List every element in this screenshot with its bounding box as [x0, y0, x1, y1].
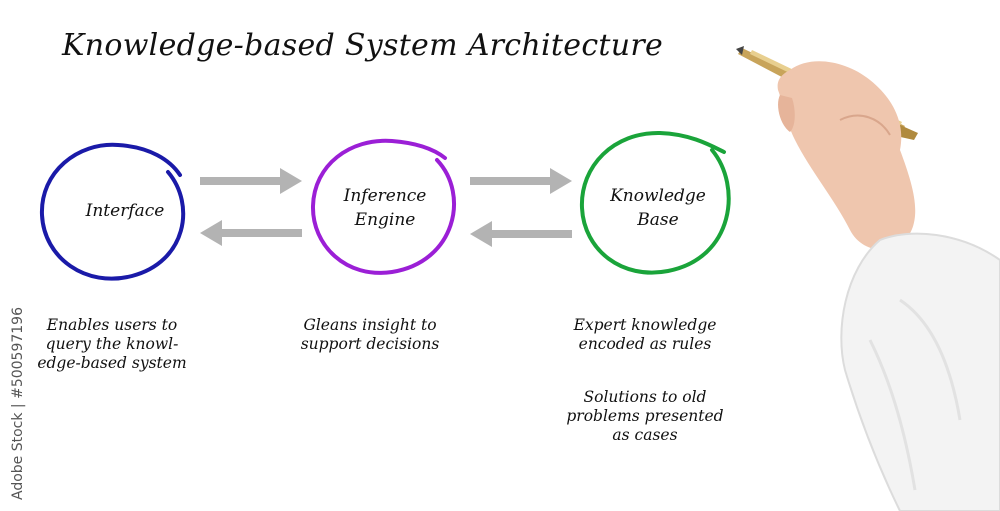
description-line: Solutions to old	[583, 388, 707, 406]
description-line: as cases	[612, 426, 678, 444]
knowledge-base-label: Knowledge Base	[578, 184, 738, 232]
knowledge-base-circle	[579, 130, 731, 275]
diagram-title: Knowledge-based System Architecture	[62, 28, 664, 63]
arrow-inference-to-knowledge	[470, 168, 572, 194]
inference-engine-label: Inference Engine	[305, 184, 465, 232]
description-line: query the knowl-	[45, 335, 179, 353]
stock-watermark-text: Adobe Stock | #500597196	[10, 307, 26, 500]
arrow-inference-to-interface	[200, 220, 302, 246]
arrow-knowledge-to-inference	[470, 221, 572, 247]
description-line: support decisions	[300, 335, 440, 353]
knowledge-base-label-line: Base	[637, 210, 679, 230]
knowledge-base-label-line: Knowledge	[610, 186, 706, 206]
interface-description: Enables users to query the knowl- edge-b…	[22, 316, 202, 373]
description-line: Gleans insight to	[303, 316, 437, 334]
inference-engine-label-line: Inference	[343, 186, 427, 206]
description-line: encoded as rules	[578, 335, 712, 353]
inference-engine-description: Gleans insight to support decisions	[280, 316, 460, 354]
description-line: Expert knowledge	[573, 316, 717, 334]
arrow-interface-to-inference	[200, 168, 302, 194]
interface-label: Interface	[45, 199, 205, 223]
knowledge-base-description-cases: Solutions to old problems presented as c…	[550, 388, 740, 445]
interface-label-line: Interface	[85, 201, 165, 221]
description-line: edge-based system	[37, 354, 187, 372]
inference-engine-circle	[310, 138, 456, 275]
description-line: problems presented	[566, 407, 724, 425]
sleeve-illustration	[840, 232, 1000, 511]
hand-illustration	[777, 61, 916, 250]
description-line: Enables users to	[46, 316, 178, 334]
knowledge-base-description-rules: Expert knowledge encoded as rules	[555, 316, 735, 354]
stock-watermark: Adobe Stock | #500597196	[6, 272, 36, 502]
interface-circle	[39, 142, 186, 281]
inference-engine-label-line: Engine	[354, 210, 416, 230]
